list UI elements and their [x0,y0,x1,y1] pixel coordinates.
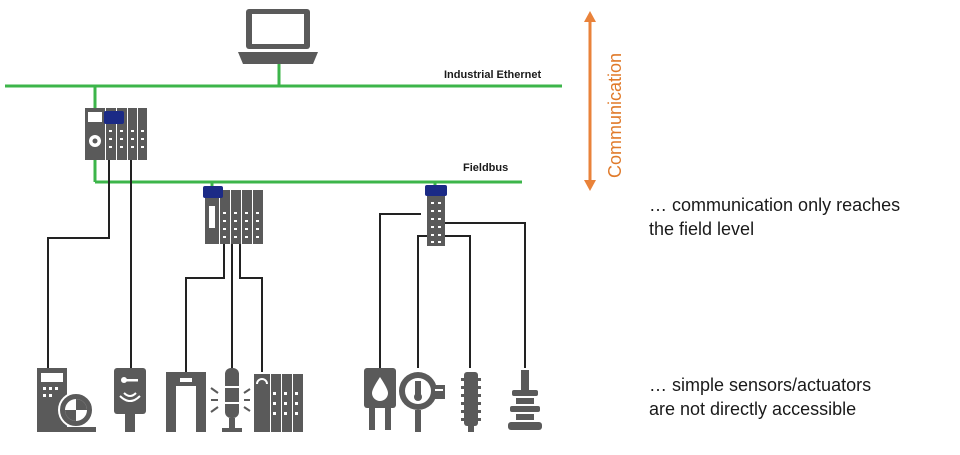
note-sensors-not-accessible: … simple sensors/actuators are not direc… [649,373,949,421]
module-blue-cap [425,185,447,196]
rfid-reader-icon [114,368,146,432]
module-blue-cap [104,111,124,124]
note-top-line-2: the field level [649,219,755,239]
compact-io-module-icon [425,185,447,246]
linear-sensor-icon [461,372,481,432]
communication-arrow [584,11,596,191]
signal-tower-icon [222,368,251,432]
temperature-sensor-icon [399,372,445,432]
fieldbus-label: Fieldbus [463,162,508,174]
drive-icon [37,368,96,432]
communication-label: Communication [605,53,625,178]
module-blue-cap [203,186,223,198]
note-bottom-line-1: … simple sensors/actuators [649,375,872,395]
note-bottom-line-2: are not directly accessible [649,399,857,419]
note-communication-reach: … communication only reaches the field l… [649,193,949,241]
ultrasonic-sensor-icon [508,370,542,430]
light-barrier-icon [166,372,219,432]
io-module-icon [203,186,263,244]
note-top-line-1: … communication only reaches [649,195,901,215]
device-wiring [47,160,526,372]
controller-icon [85,108,147,160]
laptop-icon [238,9,318,64]
flow-sensor-icon [364,368,396,430]
modular-io-icon [254,374,303,432]
industrial-ethernet-label: Industrial Ethernet [444,69,542,81]
